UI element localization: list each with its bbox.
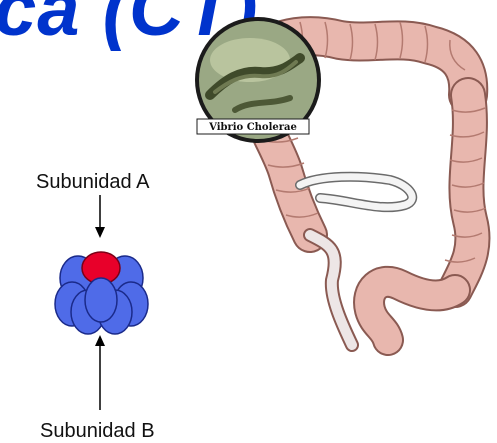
- arrowhead-subunit-b: [95, 335, 105, 346]
- vibrio-cholerae-micrograph: Vibrio Cholerae: [195, 17, 321, 143]
- label-subunit-a: Subunidad A: [36, 171, 149, 194]
- subunit-b-ellipse: [85, 278, 117, 322]
- inset-caption: Vibrio Cholerae: [208, 122, 297, 133]
- cholera-toxin-diagram: [55, 195, 148, 410]
- label-subunit-b: Subunidad B: [40, 420, 155, 443]
- arrowhead-subunit-a: [95, 227, 105, 238]
